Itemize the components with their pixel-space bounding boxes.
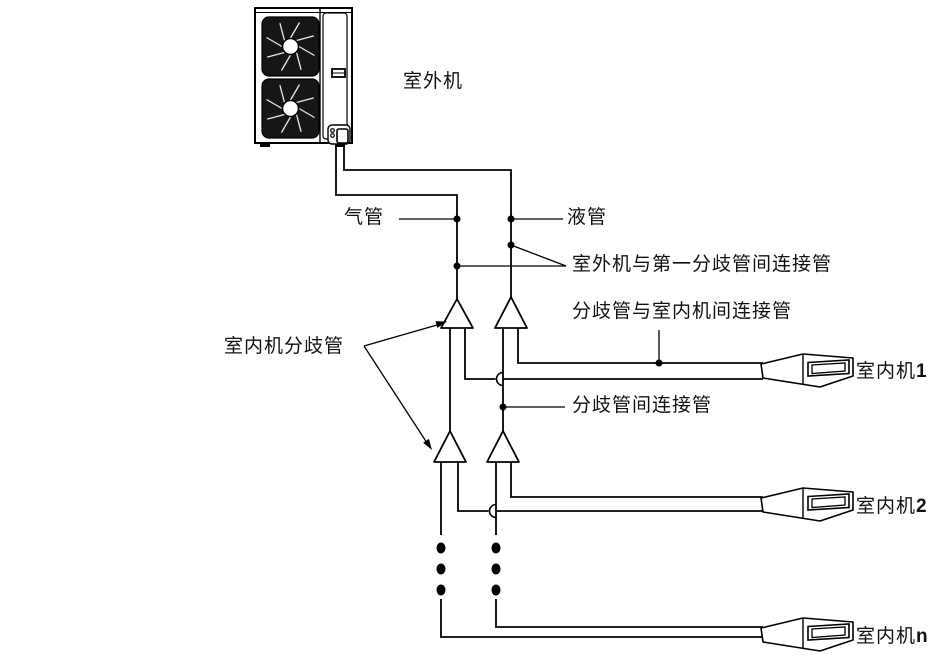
label-liquid-pipe: 液管 [567,207,608,228]
side-panel [319,8,348,143]
label-gas-pipe: 气管 [344,207,385,228]
branch-symbol-2-liquid [486,430,520,463]
branch-symbol-1-liquid [494,296,528,329]
label-indoor-unit-2: 室内机2 [856,496,927,518]
pipe-to-unitn-gas [440,599,763,638]
refrigerant-pipes [335,144,763,638]
arrowhead-icon [423,438,432,450]
fan-grille-top-icon [261,16,320,77]
label-indoor-unit-1: 室内机1 [856,361,927,383]
leader-indoor-branch-lower [363,345,430,447]
indoor-unit-n-name: 室内机 [856,626,917,647]
pipe-to-unitn-liquid [495,599,763,628]
pipe-branch1-to-unit1-gas [464,328,496,380]
label-branch-to-indoor: 分歧管与室内机间连接管 [572,301,793,322]
outdoor-unit-illustration [254,7,353,147]
label-outdoor-unit: 室外机 [403,71,464,92]
leader-outdoor-to-branch-a [510,244,567,267]
label-outdoor-to-first-branch: 室外机与第一分歧管间连接管 [572,254,833,275]
junction-dots [453,215,663,411]
pipe-branch2-to-unit2-liquid [510,462,763,498]
leader-arrowheads [423,321,447,450]
indoor-unit-1-name: 室内机 [856,361,917,382]
branch-symbol-2-gas [433,430,467,463]
unit-foot [335,143,345,147]
indoor-unit-n-number: n [916,626,928,647]
unit-foot [260,143,270,147]
leader-indoor-branch-upper [363,322,445,347]
arrowhead-icon [435,321,447,328]
branch-symbol-1-gas [440,298,474,329]
fan-grille-bottom-icon [261,78,320,139]
label-indoor-unit-branch: 室内机分歧管 [224,336,345,357]
pipe-branch1-to-unit1-liquid [517,328,763,364]
continuation-ellipsis [436,542,501,596]
pipe-crossing-hop [488,503,497,519]
indoor-unit-1-number: 1 [916,361,927,382]
indoor-unit-2-illustration [760,487,854,522]
indoor-unit-2-name: 室内机 [856,496,917,517]
pipe-crossing-hop [495,371,504,387]
label-indoor-unit-n: 室内机n [856,626,928,648]
label-between-branches: 分歧管间连接管 [572,395,713,416]
pipe-connection-box [327,124,351,145]
indoor-unit-2-number: 2 [916,496,927,517]
leader-lines [363,218,660,447]
indoor-unit-1-illustration [760,353,854,388]
gas-pipe-line [335,144,458,300]
pipe-branch2-to-unit2-gas [457,462,489,512]
indoor-unit-n-illustration [760,617,854,652]
branch-pipe-symbols [433,296,528,463]
liquid-pipe-line [343,144,512,298]
